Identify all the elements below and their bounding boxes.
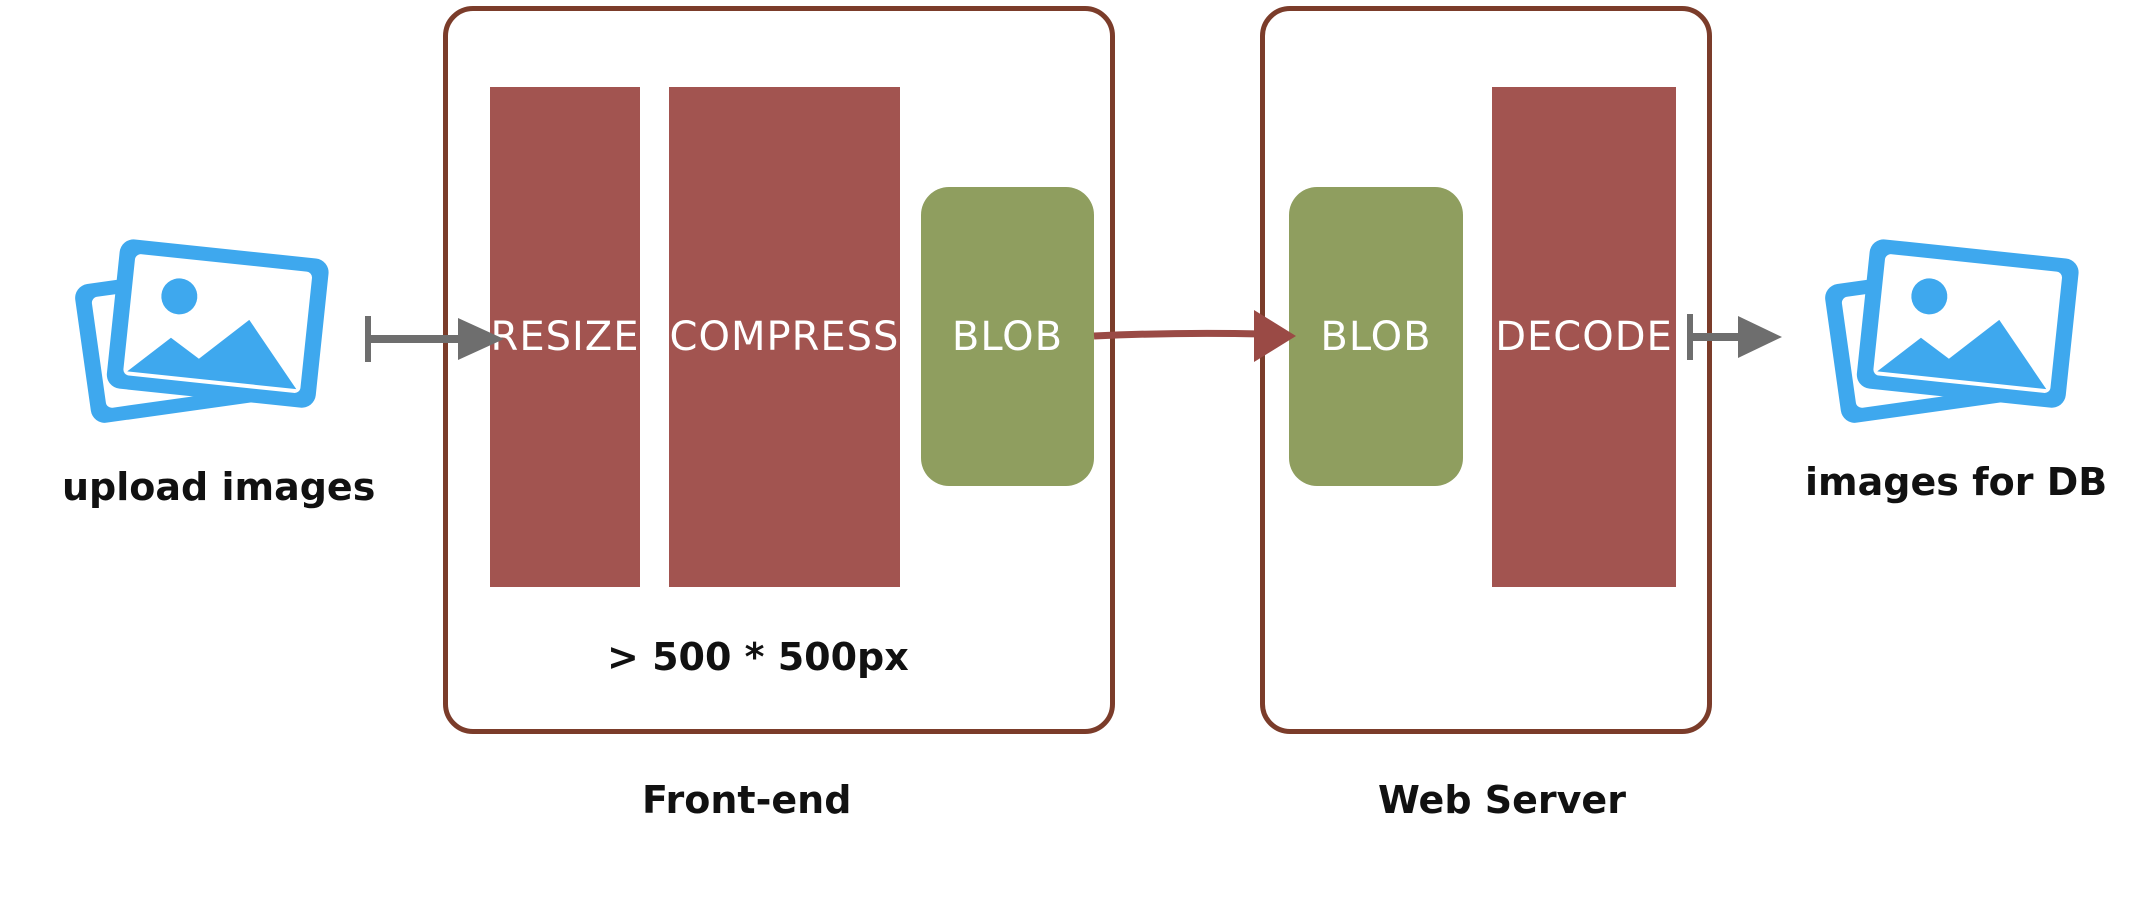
transfer-arrow (1093, 310, 1296, 362)
frontend-title: Front-end (642, 778, 852, 822)
upload-images-icon (75, 239, 329, 423)
stage-resize: RESIZE (490, 87, 640, 587)
output-arrow (1687, 314, 1782, 360)
upload-images-label: upload images (62, 465, 376, 509)
images-for-db-icon (1825, 239, 2079, 423)
stage-blob-frontend: BLOB (921, 187, 1094, 486)
frontend-box (443, 6, 1115, 734)
size-note: > 500 * 500px (607, 635, 909, 679)
webserver-title: Web Server (1378, 778, 1626, 822)
input-arrow (365, 316, 504, 362)
stage-decode: DECODE (1492, 87, 1676, 587)
webserver-box (1260, 6, 1712, 734)
stage-blob-server: BLOB (1289, 187, 1463, 486)
images-for-db-label: images for DB (1805, 460, 2108, 504)
stage-compress: COMPRESS (669, 87, 900, 587)
